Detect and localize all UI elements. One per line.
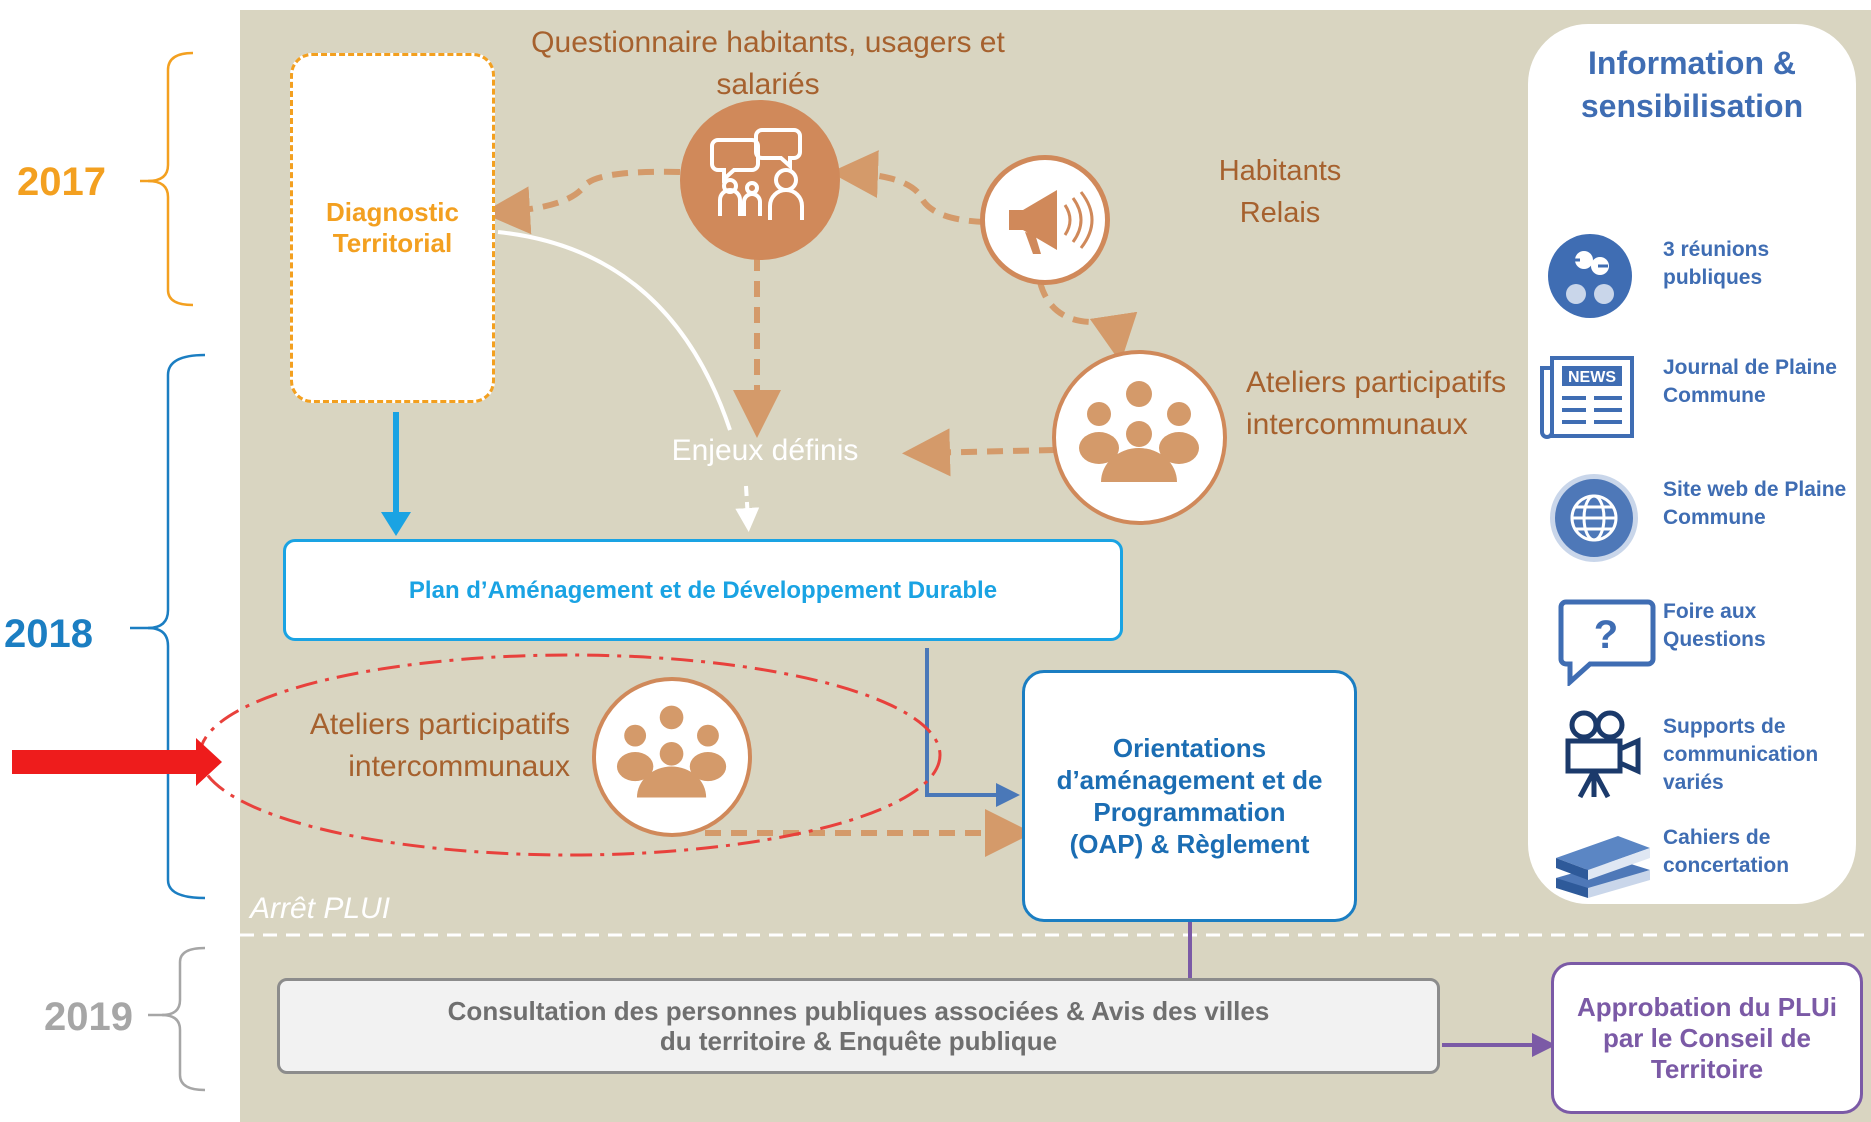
ateliers-bottom-icon: [592, 677, 752, 837]
habitants-relais-label: Habitants Relais: [1218, 155, 1342, 229]
padd-label: Plan d’Aménagement et de Développement D…: [408, 576, 998, 604]
flow-megaphone-to-ateliers: [1037, 281, 1138, 363]
consultation-label: Consultation des personnes publiques ass…: [447, 996, 1270, 1056]
arret-plui-label: Arrêt PLUI: [250, 892, 391, 925]
oap-box: Orientations d’aménagement et de Program…: [1022, 670, 1357, 922]
public-meeting-icon: [1548, 234, 1632, 318]
info-label-supports: Supports de communication variés: [1663, 715, 1819, 794]
red-pointer-arrow: [12, 738, 222, 786]
approbation-box: Approbation du PLUi par le Conseil de Te…: [1551, 962, 1863, 1114]
year-2018: 2018: [4, 612, 93, 656]
diagnostic-territorial-box: Diagnostic Territorial: [290, 53, 495, 403]
flow-questionnaire-to-diagnostic: [482, 168, 681, 235]
oap-label: Orientations d’aménagement et de Program…: [1056, 733, 1323, 859]
info-item-reunions: 3 réunions publiques: [1528, 234, 1856, 324]
ateliers-top-label: Ateliers participatifs intercommunaux: [1246, 366, 1507, 441]
info-label-faq: Foire aux Questions: [1663, 600, 1766, 651]
questionnaire-people-icon: [680, 100, 840, 260]
bracket-2019: [161, 946, 206, 1092]
consultation-box: Consultation des personnes publiques ass…: [277, 978, 1440, 1074]
approbation-label: Approbation du PLUi par le Conseil de Te…: [1577, 991, 1837, 1084]
info-label-cahiers: Cahiers de concertation: [1663, 826, 1790, 877]
info-label-site: Site web de Plaine Commune: [1663, 478, 1847, 529]
flow-megaphone-to-questionnaire: [830, 150, 986, 225]
year-2017: 2017: [17, 160, 106, 204]
flow-enjeux-to-padd: [735, 485, 760, 532]
globe-icon: [1550, 474, 1638, 562]
information-panel: Information & sensibilisation 3 réunions…: [1528, 24, 1856, 904]
flow-padd-to-oap: [925, 648, 1020, 807]
bracket-2018: [147, 353, 206, 900]
ateliers-top-icon: [1052, 350, 1227, 525]
video-camera-icon: [1558, 707, 1656, 803]
ateliers-bottom-label: Ateliers participatifs intercommunaux: [309, 708, 570, 783]
svg-text:NEWS: NEWS: [1568, 369, 1616, 386]
enjeux-label: Enjeux définis: [671, 434, 859, 467]
information-title: Information & sensibilisation: [1580, 45, 1804, 124]
flow-ateliers-to-enjeux: [902, 428, 1056, 477]
info-item-faq: ? Foire aux Questions: [1528, 596, 1856, 686]
info-label-reunions: 3 réunions publiques: [1663, 238, 1770, 289]
megaphone-icon: [980, 155, 1110, 285]
padd-box: Plan d’Aménagement et de Développement D…: [283, 539, 1123, 641]
bracket-2017: [147, 51, 194, 307]
svg-text:?: ?: [1594, 613, 1618, 657]
info-item-supports: Supports de communication variés: [1528, 707, 1856, 799]
info-item-site: Site web de Plaine Commune: [1528, 474, 1856, 564]
books-icon: [1548, 822, 1658, 902]
diagnostic-label: Diagnostic Territorial: [326, 197, 459, 258]
info-item-journal: NEWS Journal de Plaine Commune: [1528, 354, 1856, 444]
flow-diagnostic-to-enjeux: [497, 230, 732, 431]
year-2019: 2019: [44, 995, 133, 1039]
news-icon: NEWS: [1538, 354, 1636, 440]
info-label-journal: Journal de Plaine Commune: [1663, 356, 1837, 407]
question-bubble-icon: ?: [1558, 596, 1656, 686]
info-item-cahiers: Cahiers de concertation: [1528, 824, 1856, 914]
questionnaire-label: Questionnaire habitants, usagers et sala…: [531, 26, 1005, 101]
